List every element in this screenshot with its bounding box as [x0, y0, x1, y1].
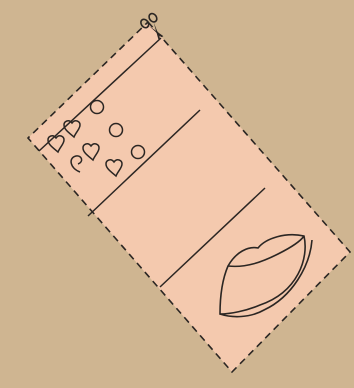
cut-out-template-diagram	[0, 0, 354, 388]
template-canvas	[0, 0, 354, 388]
